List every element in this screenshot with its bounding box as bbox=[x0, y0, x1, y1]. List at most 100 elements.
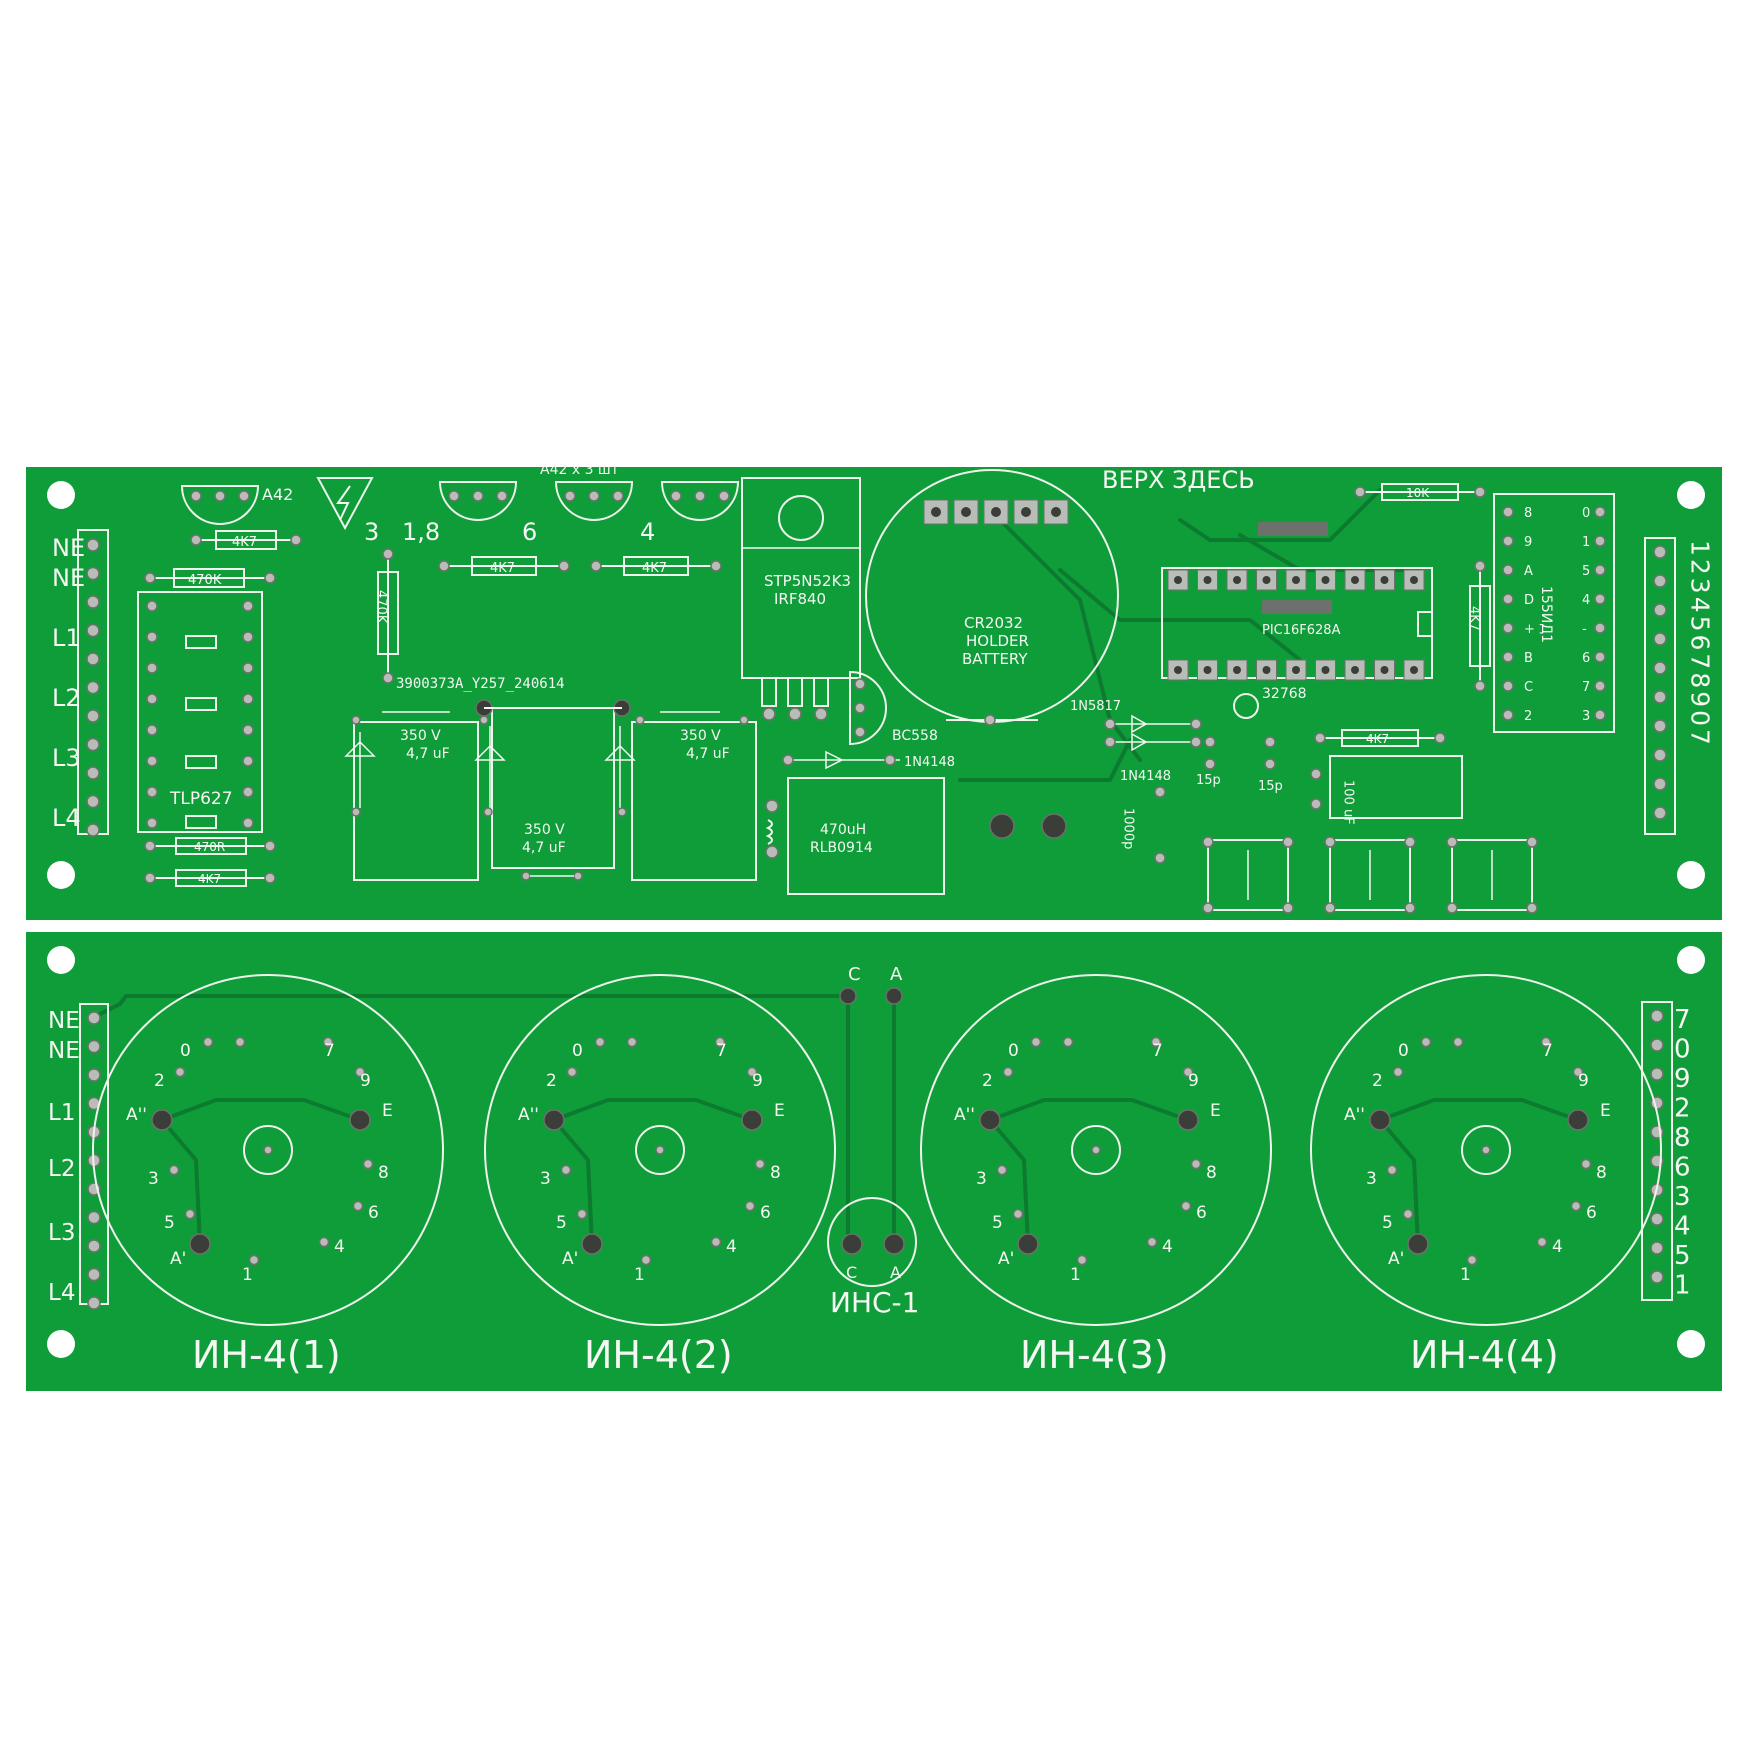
optocoupler-pad bbox=[242, 600, 254, 612]
capacitor-15p: 15p bbox=[1196, 736, 1221, 788]
resistor-4k7: 4K7 bbox=[438, 556, 570, 576]
svg-text:A'': A'' bbox=[954, 1105, 975, 1125]
decoder-pad bbox=[1594, 622, 1606, 634]
bottom-right-header-label: 8 bbox=[1674, 1123, 1691, 1153]
svg-text:9: 9 bbox=[1578, 1071, 1589, 1091]
header-pad bbox=[1650, 1067, 1664, 1081]
resistor-4k7: 4K7 bbox=[190, 530, 302, 550]
tact-button bbox=[1202, 836, 1294, 914]
svg-text:2: 2 bbox=[1372, 1071, 1383, 1091]
svg-text:HOLDER: HOLDER bbox=[966, 632, 1029, 650]
bottom-right-header-label: 5 bbox=[1674, 1241, 1691, 1271]
bottom-left-header-label: NE bbox=[48, 1038, 80, 1064]
top-right-header-label: 12345678907 bbox=[1686, 540, 1715, 748]
decoder-pin-label: 5 bbox=[1582, 564, 1590, 579]
optocoupler-pad bbox=[242, 693, 254, 705]
svg-text:STP5N52K3: STP5N52K3 bbox=[764, 572, 851, 590]
svg-text:PIC16F628A: PIC16F628A bbox=[1262, 623, 1341, 638]
optocoupler-pad bbox=[242, 786, 254, 798]
decoder-pin-label: A bbox=[1524, 564, 1533, 579]
bottom-right-header-label: 9 bbox=[1674, 1064, 1691, 1094]
svg-text:1: 1 bbox=[1070, 1265, 1081, 1285]
header-pad bbox=[1653, 748, 1667, 762]
decoder-pin-label: 1 bbox=[1582, 535, 1590, 550]
transistor-label: A42 bbox=[262, 485, 293, 504]
header-pad bbox=[1653, 719, 1667, 733]
header-pad bbox=[87, 1068, 101, 1082]
optocoupler-pad bbox=[146, 786, 158, 798]
svg-text:E: E bbox=[1600, 1101, 1611, 1121]
tact-button bbox=[1324, 836, 1416, 914]
tube-label: ИН-4(2) bbox=[584, 1333, 733, 1377]
mount-hole bbox=[1677, 946, 1705, 974]
bottom-left-header-label: NE bbox=[48, 1008, 80, 1034]
optocoupler-pad bbox=[242, 662, 254, 674]
mcu-pad-hole bbox=[1292, 666, 1300, 674]
svg-text:4: 4 bbox=[1552, 1237, 1563, 1257]
svg-text:1: 1 bbox=[242, 1265, 253, 1285]
decoder-pin-label: D bbox=[1524, 593, 1534, 608]
svg-text:E: E bbox=[382, 1101, 393, 1121]
transistor-pin-label: 3 bbox=[364, 518, 379, 546]
svg-text:1000p: 1000p bbox=[1121, 808, 1136, 849]
header-pad bbox=[87, 1011, 101, 1025]
top-left-header-label: NE bbox=[52, 534, 85, 562]
header-pad bbox=[87, 1239, 101, 1253]
svg-text:0: 0 bbox=[572, 1041, 583, 1061]
svg-text:470R: 470R bbox=[194, 840, 225, 854]
optocoupler-pad bbox=[242, 724, 254, 736]
bottom-board-substrate bbox=[26, 932, 1722, 1391]
optocoupler-pad bbox=[242, 631, 254, 643]
svg-text:0: 0 bbox=[180, 1041, 191, 1061]
header-pad bbox=[1653, 690, 1667, 704]
header-pad bbox=[1653, 545, 1667, 559]
crystal-32768: 32768 bbox=[1233, 686, 1307, 719]
svg-text:9: 9 bbox=[752, 1071, 763, 1091]
header-pad bbox=[86, 652, 100, 666]
battery-holder: BATTERY HOLDER CR2032 bbox=[865, 469, 1119, 726]
neon-label: ИНС-1 bbox=[830, 1286, 919, 1319]
svg-text:5: 5 bbox=[992, 1213, 1003, 1233]
svg-text:3: 3 bbox=[1366, 1169, 1377, 1189]
bottom-right-header-label: 1 bbox=[1674, 1271, 1691, 1301]
bottom-right-header-label: 4 bbox=[1674, 1212, 1691, 1242]
svg-text:9: 9 bbox=[1188, 1071, 1199, 1091]
header-pad bbox=[86, 680, 100, 695]
header-pad bbox=[1650, 1009, 1664, 1023]
header-pad bbox=[1653, 603, 1667, 617]
svg-text:3: 3 bbox=[540, 1169, 551, 1189]
decoder-pad bbox=[1502, 622, 1514, 634]
mcu-pad-hole bbox=[1321, 666, 1330, 674]
optocoupler-pad bbox=[146, 724, 158, 736]
header-pad bbox=[86, 794, 100, 809]
svg-text:C: C bbox=[848, 964, 861, 985]
decoder-pin-label: 7 bbox=[1582, 680, 1590, 695]
svg-text:155ИД1: 155ИД1 bbox=[1538, 586, 1554, 643]
mcu-pad-hole bbox=[1203, 576, 1212, 584]
svg-text:A': A' bbox=[998, 1249, 1014, 1269]
svg-text:6: 6 bbox=[368, 1203, 379, 1223]
mcu-pad-hole bbox=[1410, 666, 1418, 674]
decoder-pad bbox=[1594, 564, 1606, 576]
svg-text:2: 2 bbox=[546, 1071, 557, 1091]
decoder-pad bbox=[1594, 535, 1606, 547]
svg-text:1: 1 bbox=[634, 1265, 645, 1285]
neon-lamp-ins1: C A C A ИНС-1 bbox=[827, 964, 919, 1319]
decoder-pad bbox=[1594, 651, 1606, 663]
svg-text:BC558: BC558 bbox=[892, 728, 938, 744]
pad-large bbox=[1041, 813, 1067, 839]
decoder-pad bbox=[1502, 506, 1514, 518]
svg-text:4,7 uF: 4,7 uF bbox=[406, 746, 450, 762]
header-pad bbox=[1653, 777, 1667, 791]
bottom-left-header-label: L2 bbox=[48, 1156, 75, 1182]
svg-text:5: 5 bbox=[1382, 1213, 1393, 1233]
bottom-right-header-outline bbox=[1641, 1001, 1673, 1301]
svg-text:32768: 32768 bbox=[1262, 686, 1307, 702]
svg-text:1N4148: 1N4148 bbox=[1120, 769, 1171, 784]
optocoupler-pad bbox=[146, 631, 158, 643]
decoder-pin-label: 2 bbox=[1524, 709, 1532, 724]
bottom-right-header-label: 2 bbox=[1674, 1094, 1691, 1124]
optocoupler-label: TLP627 bbox=[169, 789, 233, 809]
